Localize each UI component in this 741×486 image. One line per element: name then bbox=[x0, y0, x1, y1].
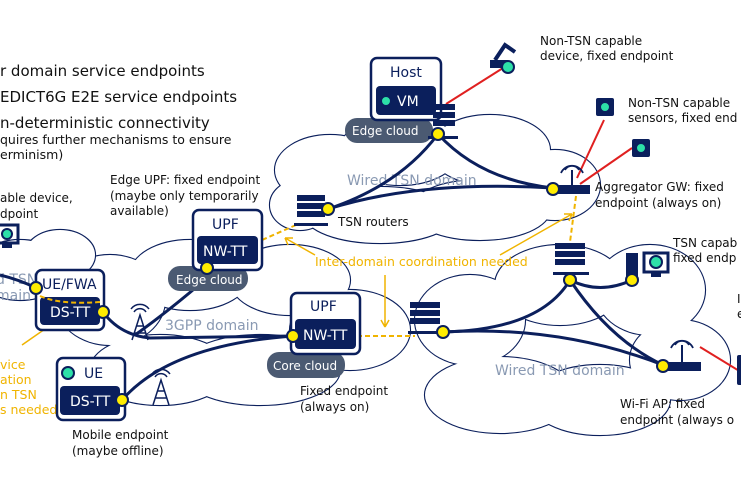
connection-point bbox=[431, 127, 445, 141]
domain-label-3gpp: 3GPP domain bbox=[165, 318, 259, 334]
connection-point bbox=[563, 273, 577, 287]
left-orange-label-2: ation bbox=[0, 372, 32, 387]
ue-title: UE bbox=[84, 366, 103, 382]
cell-tower-icon bbox=[130, 303, 150, 341]
domain-label-wired-tsn-bottom: Wired TSN domain bbox=[495, 363, 625, 379]
tsn-routers-label: TSN routers bbox=[337, 215, 409, 229]
connection-point bbox=[625, 273, 639, 287]
edge-upf-label-3: available) bbox=[110, 204, 169, 218]
legend-line-1: r domain service endpoints bbox=[0, 62, 205, 80]
mobile-label-2: (maybe offline) bbox=[72, 444, 164, 458]
edge-upf-label-1: Edge UPF: fixed endpoint bbox=[110, 173, 260, 187]
connection-point bbox=[656, 359, 670, 373]
connection-point bbox=[286, 329, 300, 343]
connection-point bbox=[29, 281, 43, 295]
tsn-router-icon bbox=[294, 195, 328, 226]
host-node[interactable]: Edge cloud Host VM bbox=[345, 56, 443, 143]
robot-label-2: device, fixed endpoint bbox=[540, 49, 674, 63]
legend-line-2: EDICT6G E2E service endpoints bbox=[0, 88, 237, 106]
edge-upf-node[interactable]: Edge cloud UPF NW-TT bbox=[168, 208, 264, 291]
core-upf-nwtt: NW-TT bbox=[303, 328, 348, 344]
host-cloud-label: Edge cloud bbox=[352, 124, 419, 138]
left-device-label-1: able device, bbox=[0, 191, 73, 205]
tsn-switch-icon bbox=[408, 302, 444, 334]
sensors-label-1: Non-TSN capable bbox=[628, 96, 730, 110]
aggregator-label-2: endpoint (always on) bbox=[595, 196, 721, 210]
edge-upf-nwtt: NW-TT bbox=[203, 244, 248, 260]
right-label-1: I bbox=[737, 292, 741, 306]
left-orange-label-3: n TSN bbox=[0, 387, 37, 402]
endpoint-dot bbox=[61, 366, 75, 380]
left-orange-label-1: vice bbox=[0, 357, 26, 372]
monitor-icon bbox=[0, 223, 20, 248]
wifi-label-2: endpoint (always o bbox=[620, 413, 734, 427]
ue-node[interactable]: UE DS-TT bbox=[55, 356, 127, 422]
ue-fwa-node[interactable]: UE/FWA DS-TT bbox=[34, 268, 106, 332]
connection-point bbox=[321, 202, 335, 216]
core-upf-title: UPF bbox=[310, 299, 337, 315]
host-title: Host bbox=[390, 65, 422, 81]
desktop-pc-icon bbox=[626, 251, 670, 277]
legend-line-3: n-deterministic connectivity bbox=[0, 114, 210, 132]
ue-dstt: DS-TT bbox=[70, 394, 111, 410]
fixed-endpoint-label-2: (always on) bbox=[300, 400, 369, 414]
wifi-label-1: Wi-Fi AP: fixed bbox=[620, 397, 705, 411]
vm-label: VM bbox=[397, 94, 419, 110]
sensors-label-2: sensors, fixed end bbox=[628, 111, 737, 125]
connection-point bbox=[546, 182, 560, 196]
fixed-endpoint-label-1: Fixed endpoint bbox=[300, 384, 388, 398]
mobile-label-1: Mobile endpoint bbox=[72, 428, 169, 442]
connection-point bbox=[436, 325, 450, 339]
tsn-capable-label-2: fixed endp bbox=[673, 251, 736, 265]
legend-line-3-sub-2: erminism) bbox=[0, 147, 63, 162]
right-device-icon bbox=[737, 355, 741, 385]
left-orange-label-4: s needed bbox=[0, 402, 57, 417]
aggregator-label-1: Aggregator GW: fixed bbox=[595, 180, 724, 194]
core-upf-node[interactable]: Core cloud UPF NW-TT bbox=[267, 291, 362, 378]
robot-arm-icon bbox=[490, 42, 517, 74]
edge-upf-title: UPF bbox=[212, 217, 239, 233]
tsn-capable-label-1: TSN capab bbox=[672, 236, 737, 250]
cell-tower-icon bbox=[151, 368, 171, 406]
endpoint-dot bbox=[380, 95, 392, 107]
ue-fwa-dstt: DS-TT bbox=[50, 305, 91, 321]
wifi-ap-icon bbox=[663, 339, 701, 371]
domain-label-left-2: main bbox=[0, 288, 31, 304]
legend-line-3-sub-1: quires further mechanisms to ensure bbox=[0, 132, 232, 147]
connection-point bbox=[115, 393, 129, 407]
edge-upf-cloud-label: Edge cloud bbox=[176, 273, 243, 287]
cloud-left-tsn bbox=[0, 228, 97, 302]
left-device-label-2: dpoint bbox=[0, 207, 39, 221]
inter-domain-label: Inter-domain coordination needed bbox=[315, 254, 528, 269]
core-upf-cloud-label: Core cloud bbox=[273, 359, 337, 373]
sensor-chip-icon bbox=[632, 139, 650, 157]
sensor-chip-icon bbox=[596, 98, 614, 116]
cloud-wired-tsn-bottom bbox=[413, 243, 732, 437]
right-label-2: e bbox=[737, 307, 741, 321]
ue-fwa-title: UE/FWA bbox=[42, 277, 97, 293]
cloud-wired-tsn-top bbox=[268, 113, 602, 245]
edge-upf-label-2: (maybe only temporarily bbox=[110, 189, 259, 203]
robot-label-1: Non-TSN capable bbox=[540, 34, 642, 48]
links bbox=[0, 67, 741, 401]
connection-point bbox=[96, 305, 110, 319]
connection-point bbox=[200, 261, 214, 275]
aggregator-gateway-icon bbox=[555, 164, 590, 194]
